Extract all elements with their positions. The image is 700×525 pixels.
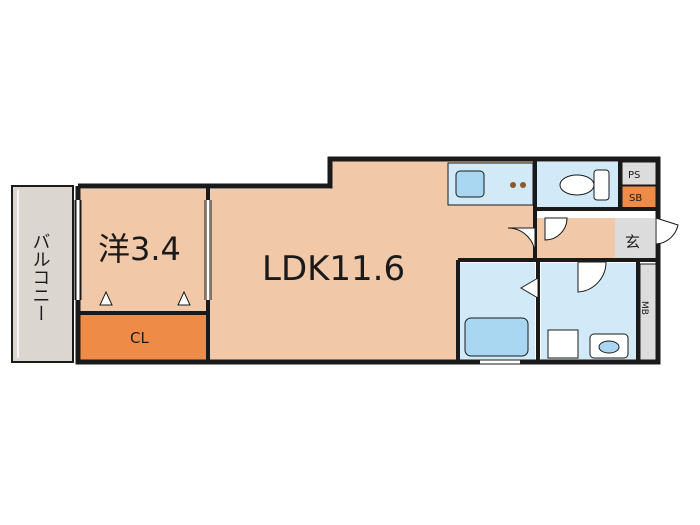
bathtub-icon — [464, 317, 529, 357]
entrance-label: 玄 — [625, 233, 640, 251]
balcony-label: バルコニー — [30, 232, 51, 322]
basin-bowl-icon — [598, 340, 620, 354]
balcony-area — [11, 185, 74, 363]
sliding-doors — [76, 200, 520, 364]
sink-icon — [455, 170, 485, 198]
sliding-door-frames — [74, 200, 212, 300]
closet-door-mark — [99, 290, 113, 306]
bedroom-floor — [80, 189, 208, 313]
entrance-floor — [615, 218, 655, 260]
pipe-space-label: PS — [628, 170, 640, 181]
ldk-label: LDK11.6 — [262, 249, 405, 289]
bedroom-label: 洋3.4 — [98, 230, 181, 268]
stove-burner-icon — [510, 182, 516, 188]
washing-machine-icon — [547, 329, 579, 359]
shoe-box-label: SB — [629, 193, 642, 204]
closet-door-mark — [177, 290, 191, 306]
stove-burner-icon — [520, 182, 526, 188]
closet-label: CL — [130, 329, 149, 347]
meter-box-label: MB — [639, 301, 649, 315]
ldk-floor — [208, 161, 545, 363]
toilet-tank-icon — [593, 169, 610, 201]
walls — [75, 156, 661, 365]
closet-floor — [80, 313, 208, 363]
toilet-bowl-icon — [559, 174, 595, 196]
door-swings — [507, 217, 679, 299]
